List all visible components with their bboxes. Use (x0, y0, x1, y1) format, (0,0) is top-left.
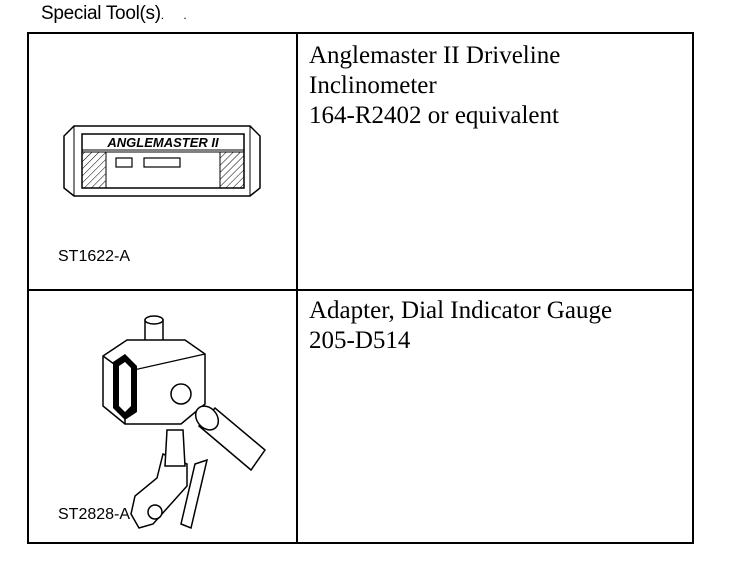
tool-image-code: ST2828-A (58, 506, 131, 523)
inclinometer-icon: ANGLEMASTER II (63, 125, 261, 197)
tool-number: 164-R2402 or equivalent (309, 102, 559, 129)
page-title: Special Tool(s). . (41, 3, 195, 25)
tool-name-line: Anglemaster II Driveline (309, 42, 561, 69)
tool-name-line: Adapter, Dial Indicator Gauge (309, 297, 613, 324)
dial-indicator-adapter-icon (102, 315, 267, 530)
tool-number: 205-D514 (309, 327, 411, 354)
inclinometer-brand-label: ANGLEMASTER II (106, 135, 219, 150)
page-title-text: Special Tool(s) (41, 3, 161, 24)
row-divider (29, 289, 692, 291)
tool-image-code: ST1622-A (58, 248, 131, 265)
column-divider (296, 34, 298, 542)
heading-marks: . . (160, 8, 195, 22)
tool-description: Anglemaster II Driveline Inclinometer 16… (309, 41, 560, 131)
tool-name-line: Inclinometer (309, 72, 437, 99)
tool-description: Adapter, Dial Indicator Gauge 205-D514 (309, 296, 612, 356)
special-tools-table: ANGLEMASTER II ST1622-A Anglemaster II D… (27, 32, 694, 544)
